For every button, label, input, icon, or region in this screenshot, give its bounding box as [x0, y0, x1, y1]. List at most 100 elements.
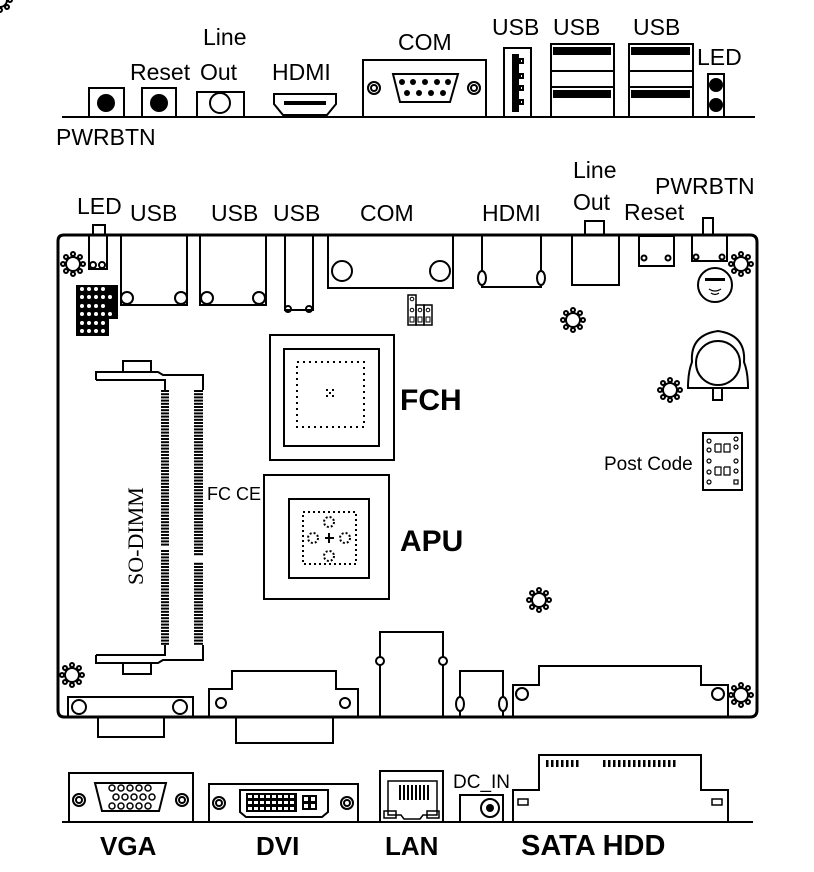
pin — [194, 598, 203, 600]
line-out-label-board-2: Out — [573, 189, 611, 215]
pin — [194, 486, 203, 488]
pin — [194, 562, 203, 565]
pin — [194, 450, 203, 453]
pin — [161, 540, 169, 543]
pin — [673, 760, 676, 767]
pin — [161, 521, 169, 524]
pin — [161, 527, 169, 530]
pin — [556, 760, 559, 767]
pin — [194, 518, 203, 520]
pin — [194, 607, 203, 610]
pin — [161, 406, 169, 408]
pin — [161, 438, 169, 440]
top-rear-io-panel: PWRBTN Reset Line Out HDMI — [56, 14, 755, 150]
pin — [161, 418, 169, 421]
pin — [194, 393, 203, 396]
pin — [194, 585, 203, 588]
pin — [194, 553, 203, 556]
post-code-label: Post Code — [604, 454, 693, 475]
com-port-top — [362, 59, 487, 118]
pin — [194, 473, 203, 476]
pin — [194, 642, 203, 645]
sata-connector-board — [512, 665, 729, 717]
pin — [194, 409, 203, 412]
reset-switch-board — [638, 235, 675, 267]
pin — [161, 505, 169, 508]
pin — [194, 575, 203, 578]
pin — [161, 489, 169, 492]
pin — [194, 489, 203, 492]
pin — [161, 623, 169, 626]
pin — [194, 610, 203, 613]
pin — [194, 508, 203, 511]
pin — [161, 633, 169, 636]
pin — [161, 393, 169, 396]
lan-port — [379, 770, 444, 823]
pin — [194, 511, 203, 514]
pin — [194, 636, 203, 639]
pin — [194, 543, 203, 546]
pin — [194, 479, 203, 482]
pin — [161, 534, 169, 536]
sata-hdd-connector — [512, 754, 729, 822]
so-dimm-label: SO-DIMM — [123, 487, 148, 585]
line-out-connector-board — [571, 220, 620, 286]
pin — [194, 466, 203, 469]
usb-vertical-port-top — [503, 47, 532, 118]
dc-in-jack — [459, 794, 504, 823]
pin — [161, 454, 169, 456]
pin — [161, 450, 169, 453]
hdmi-connector-board — [477, 235, 546, 288]
pin — [194, 482, 203, 485]
pin — [161, 582, 169, 584]
pin — [194, 428, 203, 431]
pin — [194, 630, 203, 632]
com-connector-board — [327, 235, 454, 289]
pin — [194, 572, 203, 575]
pin — [194, 639, 203, 642]
pin — [161, 607, 169, 610]
pin — [194, 588, 203, 591]
pin — [194, 505, 203, 508]
pin — [161, 588, 169, 591]
led-label-top: LED — [697, 44, 742, 70]
pin — [603, 760, 606, 767]
pin — [663, 760, 666, 767]
usb-stacked-label-top-1: USB — [553, 14, 600, 40]
pin — [194, 460, 203, 463]
pin — [194, 422, 203, 424]
hdmi-label-top: HDMI — [272, 59, 331, 85]
buzzer-icon — [697, 267, 733, 303]
pin — [161, 434, 169, 437]
pin — [161, 594, 169, 597]
pin — [551, 760, 554, 767]
pin — [194, 604, 203, 607]
led-header-board — [88, 224, 108, 270]
pin — [161, 508, 169, 511]
reset-label-board: Reset — [624, 199, 685, 225]
pin — [194, 620, 203, 623]
pin — [161, 575, 169, 578]
pin — [194, 470, 203, 472]
pin — [161, 396, 169, 399]
sata-hdd-label: SATA HDD — [521, 830, 665, 862]
pin — [194, 578, 203, 581]
led-label-board: LED — [77, 193, 122, 219]
pin — [194, 591, 203, 594]
pin — [161, 511, 169, 514]
pin — [194, 434, 203, 437]
usb-connector-board-3 — [284, 235, 314, 313]
usb-connector-board-1 — [120, 235, 188, 306]
pin — [608, 760, 611, 767]
pin — [194, 626, 203, 629]
fch-label: FCH — [400, 384, 462, 417]
pin — [194, 633, 203, 636]
pin — [638, 760, 641, 767]
mounting-hole — [526, 587, 552, 613]
pin — [161, 466, 169, 469]
pin — [618, 760, 621, 767]
pin — [161, 556, 169, 559]
pin — [194, 476, 203, 479]
pin — [161, 617, 169, 620]
